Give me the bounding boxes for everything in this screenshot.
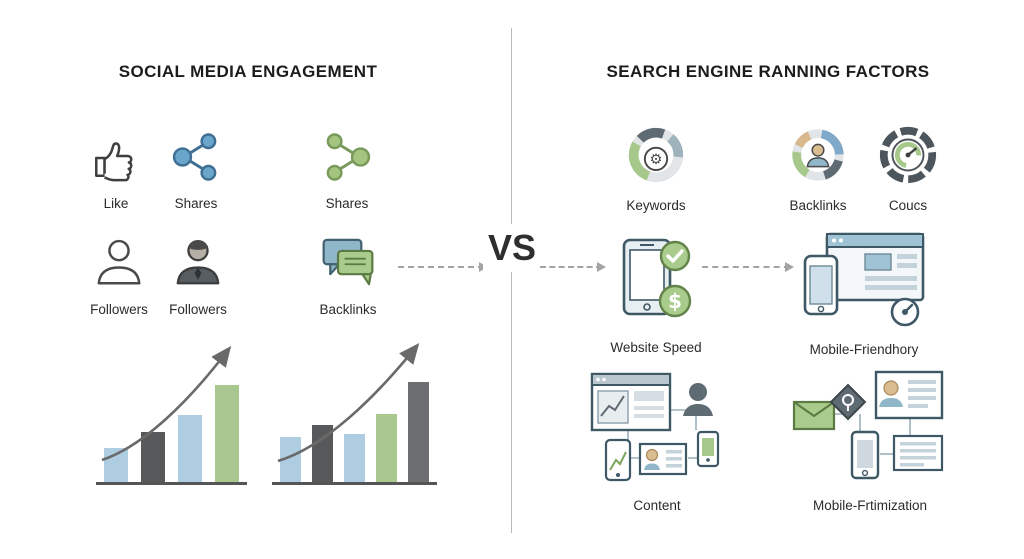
- browser-phone-icon: [801, 230, 927, 335]
- svg-text:⚙: ⚙: [649, 152, 662, 168]
- dashed-arrow-center-right: [540, 262, 606, 272]
- coucs-label: Coucs: [888, 198, 928, 213]
- vertical-divider: [511, 28, 512, 533]
- mobile-optimization-cell: Mobile-Frtimization: [792, 366, 948, 513]
- bar: [178, 415, 202, 482]
- bar: [344, 434, 365, 482]
- dashed-arrow-left: [398, 262, 488, 272]
- content-collage-icon: [582, 366, 732, 491]
- coucs-cell: Coucs: [874, 124, 942, 213]
- shares-blue-cell: Shares: [164, 130, 228, 211]
- backlinks-left-label: Backlinks: [319, 302, 377, 317]
- backlinks-right-label: Backlinks: [789, 198, 847, 213]
- followers-outline-cell: Followers: [85, 236, 153, 317]
- keywords-cell: ⚙ Keywords: [620, 124, 692, 213]
- person-outline-icon: [92, 236, 146, 295]
- shares-green-cell: Shares: [315, 130, 379, 211]
- website-speed-label: Website Speed: [610, 340, 702, 355]
- shares-blue-label: Shares: [174, 196, 218, 211]
- followers-filled-cell: Followers: [164, 236, 232, 317]
- growth-bar-chart-1: [96, 345, 247, 485]
- mobile-optimization-label: Mobile-Frtimization: [812, 498, 928, 513]
- speedometer-donut-icon: [877, 124, 939, 191]
- content-label: Content: [633, 498, 681, 513]
- shares-green-label: Shares: [325, 196, 369, 211]
- mobile-friendly-cell: Mobile-Friendhory: [794, 230, 934, 357]
- gauge-gear-icon: ⚙: [625, 124, 687, 191]
- like-label: Like: [103, 196, 129, 211]
- mobile-friendly-label: Mobile-Friendhory: [809, 342, 919, 357]
- tablet-check-dollar-icon: $: [618, 232, 694, 333]
- followers-filled-label: Followers: [169, 302, 227, 317]
- bar: [312, 425, 333, 482]
- bar: [215, 385, 239, 482]
- chat-bubbles-icon: [317, 234, 379, 295]
- mobile-optimization-collage-icon: [790, 366, 950, 491]
- followers-outline-label: Followers: [90, 302, 148, 317]
- share-network-green-icon: [320, 130, 374, 189]
- bar: [408, 382, 429, 482]
- bar: [376, 414, 397, 482]
- thumbs-up-icon: [89, 130, 143, 189]
- left-section-title: SOCIAL MEDIA ENGAGEMENT: [118, 62, 378, 81]
- backlinks-right-cell: Backlinks: [782, 124, 854, 213]
- pie-person-icon: [787, 124, 849, 191]
- vs-label: VS: [483, 224, 541, 272]
- content-cell: Content: [582, 366, 732, 513]
- keywords-label: Keywords: [626, 198, 686, 213]
- like-cell: Like: [84, 130, 148, 211]
- backlinks-left-cell: Backlinks: [310, 234, 386, 317]
- growth-bar-chart-2: [272, 345, 437, 485]
- website-speed-cell: $ Website Speed: [608, 232, 704, 355]
- person-filled-icon: [171, 236, 225, 295]
- right-section-title: SEARCH ENGINE RANNING FACTORS: [606, 62, 930, 81]
- bar: [104, 448, 128, 482]
- bar: [141, 432, 165, 482]
- share-network-blue-icon: [169, 130, 223, 189]
- dashed-arrow-right: [702, 262, 794, 272]
- bar: [280, 437, 301, 482]
- svg-text:$: $: [668, 289, 682, 313]
